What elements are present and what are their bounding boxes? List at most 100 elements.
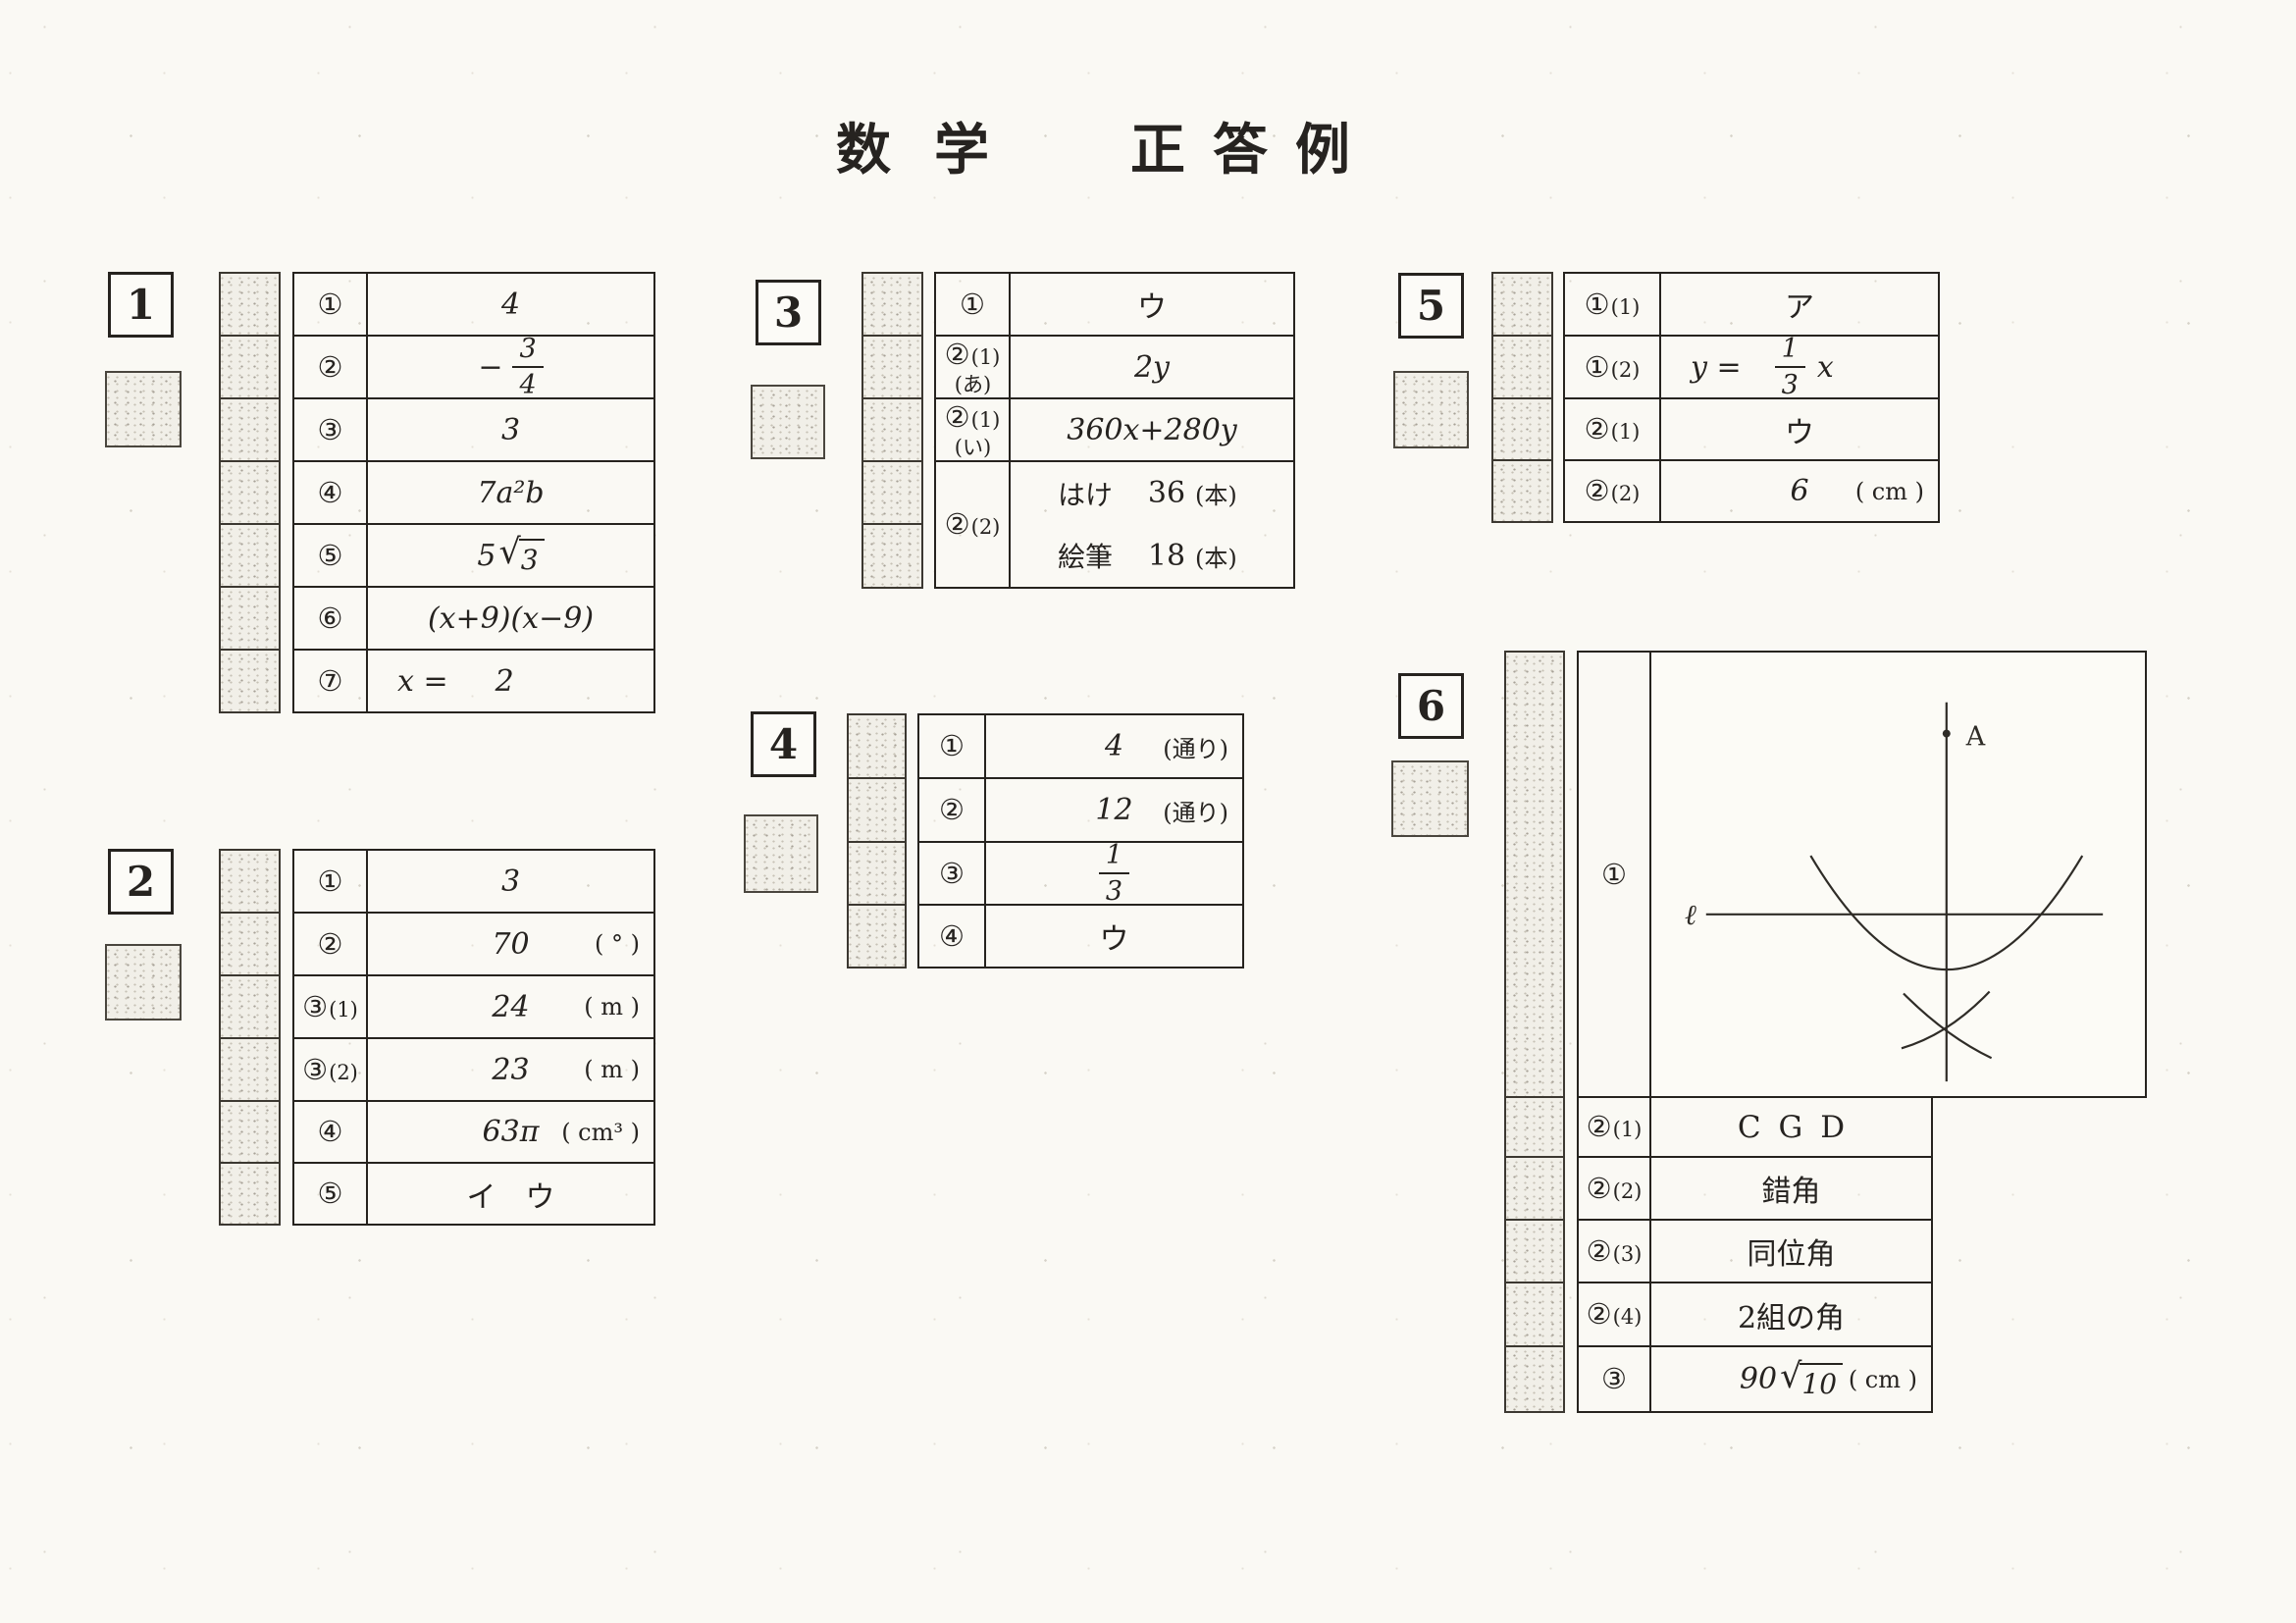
grading-strip-cell [219, 523, 281, 588]
fraction-denominator: 4 [519, 370, 537, 400]
answer-row-label-main: ① [317, 864, 343, 898]
answer-row-value: 3 [366, 397, 655, 462]
answer-row-label-text: ① [318, 287, 343, 322]
unit-label: ( cm³ ) [561, 1118, 640, 1146]
unit-label: (通り) [1163, 799, 1228, 826]
grading-strip-cell [219, 1100, 281, 1164]
answer-math: 63π [482, 1115, 540, 1149]
answer-row-label-line: ①(1) [1585, 287, 1641, 322]
section-number-box: 5 [1398, 273, 1464, 339]
answer-row-label-text: ②(4) [1587, 1296, 1643, 1332]
answer-row-label-main: ① [1584, 349, 1610, 384]
answer-row-label: ⑤ [292, 523, 368, 588]
fraction-denominator: 3 [1105, 876, 1123, 907]
answer-row-label-text: ②(1)(あ) [945, 337, 1001, 398]
answer-text: CGD [1737, 1109, 1863, 1145]
answer-row-label-line: ④ [939, 918, 965, 954]
answer-row-label-text: ③(1) [302, 989, 358, 1024]
answer-row-label-line: ②(1) [945, 399, 1001, 435]
answer-row-label-sub: (2) [1610, 357, 1641, 382]
answer-row-label: ④ [292, 460, 368, 525]
answer-row-label: ④ [292, 1100, 368, 1164]
cross-arc-2 [1901, 990, 1991, 1050]
grading-strip-cell [861, 272, 923, 337]
answer-math: 3 [500, 864, 521, 899]
answer-row-label-main: ② [939, 793, 965, 827]
point-a-dot [1942, 729, 1951, 738]
equation-post: x [1816, 349, 1834, 385]
answer-row-value: 4 [366, 272, 655, 337]
fraction-numerator: 1 [1774, 336, 1805, 368]
grading-box [105, 371, 182, 447]
answer-row-label-sub: (1) [1612, 1118, 1643, 1142]
answer-row-value: 90√10( cm ) [1649, 1345, 1933, 1413]
grading-strip-cell [219, 272, 281, 337]
answer-row-label-line: ③ [939, 856, 965, 891]
grading-strip-cell [219, 974, 281, 1039]
answer-row-label-main: ② [944, 399, 970, 434]
answer-row-label: ②(1)(い) [934, 397, 1011, 462]
answer-row-label: ③(2) [292, 1037, 368, 1102]
answer-row-label-sub: (1) [329, 997, 358, 1021]
answer-row-label: ① [292, 849, 368, 914]
answer-math: 360x+280y [1067, 412, 1237, 447]
answer-row-label-line: ①(2) [1585, 349, 1641, 385]
grading-strip-cell [847, 904, 907, 969]
answer-text: イ ウ [466, 1179, 555, 1215]
answer-row-label: ② [292, 912, 368, 976]
answer-row-label-line: ②(1) [1587, 1109, 1643, 1144]
grading-box [744, 814, 818, 893]
grading-strip-cell [219, 1162, 281, 1226]
unit-label: ( ° ) [595, 930, 640, 958]
radicand: 3 [518, 539, 545, 576]
answer-row-label-main: ③ [317, 412, 343, 446]
section-number: 1 [126, 281, 156, 329]
answer-row-label-text: ④ [939, 918, 965, 954]
answer-row-label: ②(3) [1577, 1219, 1651, 1283]
answer-row-label-sub: (1) [1610, 294, 1641, 319]
grading-strip-cell [219, 649, 281, 713]
section-number-box: 3 [756, 280, 821, 345]
grading-strip-cell [219, 460, 281, 525]
answer-row-label-text: ③ [318, 412, 343, 447]
answer-row-label-main: ② [1586, 1233, 1612, 1268]
answer-row-label-line: ④ [318, 475, 343, 510]
answer-row-label: ②(1)(あ) [934, 335, 1011, 399]
answer-row-label-main: ④ [939, 918, 965, 953]
section-number-box: 6 [1398, 673, 1464, 739]
answer-row-label: ① [1577, 651, 1651, 1098]
answer-row-label-sub2: (あ) [954, 373, 992, 396]
answer-text: ウ [1785, 415, 1814, 450]
grading-strip-cell [1491, 272, 1553, 337]
radicand: 10 [1800, 1362, 1844, 1400]
grading-strip-cell [847, 777, 907, 843]
answer-row-label-text: ④ [318, 475, 343, 510]
answer-row-value: x =2 [366, 649, 655, 713]
section-number: 3 [773, 288, 804, 337]
fraction-sign: − [478, 349, 503, 385]
section-number: 4 [768, 720, 799, 768]
answer-math: 4 [500, 287, 521, 322]
grading-strip-cell [1491, 397, 1553, 461]
answer-math: 3 [500, 412, 521, 447]
answer-row-label: ②(2) [1577, 1156, 1651, 1221]
answer-row-label-main: ① [317, 287, 343, 321]
answer-row-label-text: ① [1601, 857, 1627, 892]
answer-row-label-text: ②(1) [1587, 1109, 1643, 1144]
answer-row-label-main: ④ [317, 1115, 343, 1149]
answer-row-value: イ ウ [366, 1162, 655, 1226]
answer-row-label-main: ⑦ [317, 663, 343, 698]
section-number: 6 [1416, 682, 1446, 730]
section-number: 2 [126, 858, 156, 906]
sub-answer-unit: (本) [1195, 544, 1237, 572]
answer-row-label-sub2: (い) [954, 436, 992, 459]
answer-row-label-line: ②(2) [1585, 473, 1641, 508]
answer-row-label-sub: (2) [1610, 482, 1641, 506]
answer-row-label-line: ② [318, 349, 343, 385]
page-title-label: 正答例 [1130, 118, 1378, 183]
answer-row-label-line: ②(1) [945, 337, 1001, 372]
